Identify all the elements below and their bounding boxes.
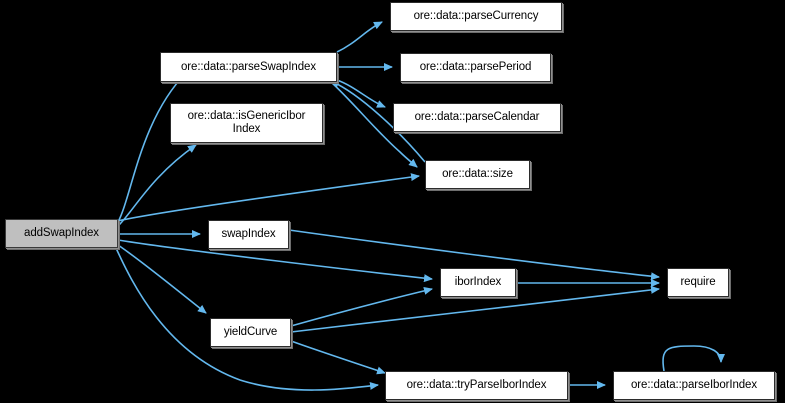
call-edge-yieldCurve-to-tryParseIborIndex [290,340,386,375]
graph-node-size[interactable]: ore::data::size [425,160,530,189]
call-edge-addSwapIndex-to-isGenericIborIndex [117,144,197,227]
graph-node-parseCalendar[interactable]: ore::data::parseCalendar [393,103,561,132]
call-edge-yieldCurve-to-require [290,285,660,333]
call-edge-yieldCurve-to-iborIndex [290,286,433,327]
graph-node-parsePeriod[interactable]: ore::data::parsePeriod [400,53,551,82]
graph-node-parseSwapIndex[interactable]: ore::data::parseSwapIndex [160,52,337,82]
graph-node-swapIndex[interactable]: swapIndex [208,220,289,249]
graph-node-tryParseIborIndex[interactable]: ore::data::tryParseIborIndex [385,371,568,400]
call-edge-addSwapIndex-to-parseSwapIndex [117,72,187,223]
call-edge-addSwapIndex-to-tryParseIborIndex [115,247,379,391]
graph-node-iborIndex[interactable]: iborIndex [440,268,516,297]
call-edge-addSwapIndex-to-iborIndex [117,239,433,283]
graph-node-parseCurrency[interactable]: ore::data::parseCurrency [390,2,562,31]
call-edge-parseIborIndex-to-parseIborIndex [662,345,725,372]
graph-node-require[interactable]: require [667,268,729,297]
graph-node-yieldCurve[interactable]: yieldCurve [210,318,291,347]
call-edge-addSwapIndex-to-size [117,173,420,222]
call-edge-parseSwapIndex-to-parseCalendar [336,79,386,108]
call-edge-swapIndex-to-require [288,229,660,281]
call-edge-addSwapIndex-to-yieldCurve [117,244,207,314]
graph-node-parseIborIndex[interactable]: ore::data::parseIborIndex [613,371,775,400]
call-edge-parseSwapIndex-to-size [330,81,418,168]
graph-node-isGenericIborIndex[interactable]: ore::data::isGenericIbor Index [170,103,323,143]
call-edge-parseSwapIndex-to-parseCurrency [336,21,383,53]
graph-node-addSwapIndex[interactable]: addSwapIndex [5,219,118,248]
call-edge-size-to-parseSwapIndex [330,80,426,163]
